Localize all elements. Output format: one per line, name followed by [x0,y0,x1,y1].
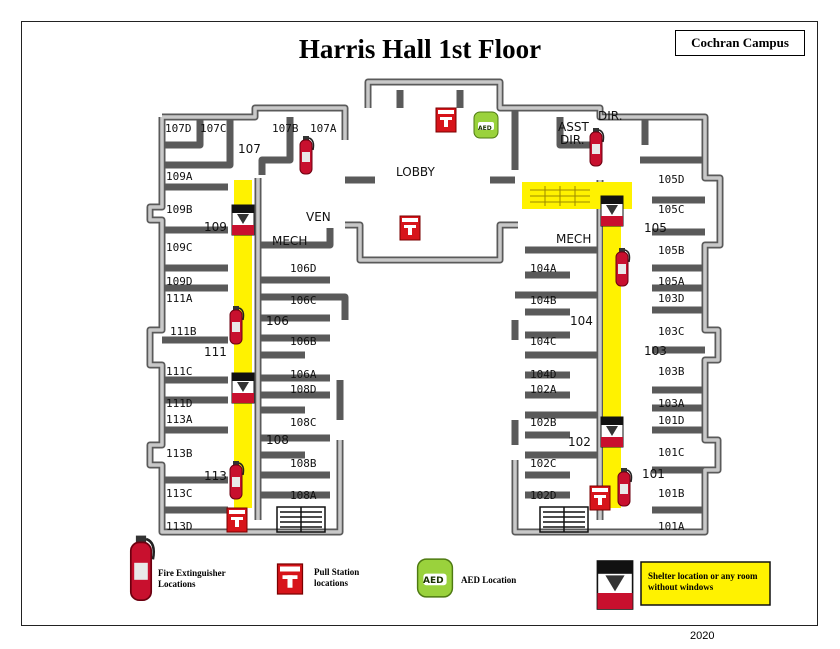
shelter-corridor-left [234,180,252,508]
shelter-sign-icon [231,204,255,236]
room-107B: 107B [272,122,299,135]
fire-extinguisher-icon [617,467,633,507]
pull-station-icon [435,107,457,133]
room-101B: 101B [658,487,685,500]
campus-badge: Cochran Campus [675,30,805,56]
room-103B: 103B [658,365,685,378]
legend-aed-icon-text: AED [423,576,444,586]
legend-aed-text: AED Location [461,575,517,585]
room-105A: 105A [658,275,685,288]
room-109A: 109A [166,170,193,183]
fire-extinguisher-icon [589,127,605,167]
room-108C: 108C [290,416,317,429]
fire-extinguisher-icon [299,135,315,175]
room-111A: 111A [166,292,193,305]
room-113A: 113A [166,413,193,426]
room-105C: 105C [658,203,685,216]
legend-shelter-icon [596,560,634,610]
room-106A: 106A [290,368,317,381]
room-109B: 109B [166,203,193,216]
legend-shelter-swatch [640,561,771,606]
room-102B: 102B [530,416,557,429]
room-106B: 106B [290,335,317,348]
room-113B: 113B [166,447,193,460]
room-108D: 108D [290,383,317,396]
area-102: 102 [568,435,591,449]
asst-director-label-line1: ASST [558,120,589,134]
shelter-sign-icon [600,195,624,227]
lobby-label: LOBBY [396,165,436,179]
mech-left-label: MECH [272,234,307,248]
area-111: 111 [204,345,227,359]
fire-extinguisher-icon [615,247,631,287]
vending-label: VEN [306,210,331,224]
year-label: 2020 [690,630,715,642]
shelter-corridor-right [603,198,621,508]
room-101A: 101A [658,520,685,533]
area-113: 113 [204,469,227,483]
room-106C: 106C [290,294,317,307]
stairs-left [276,506,326,533]
room-102A: 102A [530,383,557,396]
area-101: 101 [642,467,665,481]
room-101D: 101D [658,414,685,427]
legend-extinguisher-icon [129,534,156,602]
legend-extinguisher-text: Fire Extinguisher Locations [158,568,226,589]
area-104: 104 [570,314,593,328]
pull-station-icon [589,485,611,511]
area-106: 106 [266,314,289,328]
mech-right-label: MECH [556,232,591,246]
legend-pull-station-icon [276,563,304,595]
room-111C: 111C [166,365,193,378]
area-107: 107 [238,142,261,156]
room-107D: 107D [165,122,192,135]
room-103C: 103C [658,325,685,338]
room-111D: 111D [166,397,193,410]
shelter-sign-icon [231,372,255,404]
legend-pull-station-text: Pull Station locations [314,567,360,588]
room-104A: 104A [530,262,557,275]
legend: AED [129,534,771,610]
walls-inner [148,80,722,534]
room-104B: 104B [530,294,557,307]
shelter-sign-icon [600,416,624,448]
room-104D: 104D [530,368,557,381]
room-105B: 105B [658,244,685,257]
room-111B: 111B [170,325,197,338]
shelter-hall-pattern [530,186,590,206]
pull-station-icon [226,507,248,533]
room-107A: 107A [310,122,337,135]
room-103A: 103A [658,397,685,410]
aed-icon-text: AED [478,125,492,132]
room-104C: 104C [530,335,557,348]
room-labels: 107D 107C 107B 107A 109A 109B 109C 109D … [165,109,685,533]
room-113C: 113C [166,487,193,500]
area-105: 105 [644,221,667,235]
room-106D: 106D [290,262,317,275]
area-103: 103 [644,344,667,358]
room-103D: 103D [658,292,685,305]
legend-shelter-text: Shelter location or any room without win… [648,571,758,592]
asst-director-label-line2: DIR. [560,133,585,147]
room-108B: 108B [290,457,317,470]
room-105D: 105D [658,173,685,186]
pull-station-icon [399,215,421,241]
room-102C: 102C [530,457,557,470]
map-frame [21,21,818,626]
room-108A: 108A [290,489,317,502]
director-label: DIR. [598,109,623,123]
room-107C: 107C [200,122,227,135]
room-109C: 109C [166,241,193,254]
area-108: 108 [266,433,289,447]
room-113D: 113D [166,520,193,533]
map-title: Harris Hall 1st Floor [298,34,542,64]
stairs-right [539,506,589,533]
area-109: 109 [204,220,227,234]
room-109D: 109D [166,275,193,288]
room-101C: 101C [658,446,685,459]
room-102D: 102D [530,489,557,502]
